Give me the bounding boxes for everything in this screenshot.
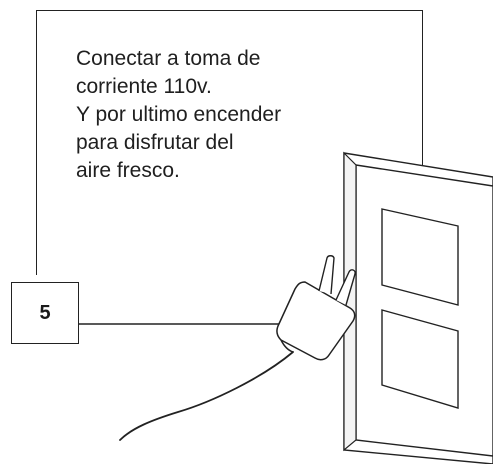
plug-body bbox=[276, 281, 356, 361]
instruction-line-3: Y por ultimo encender bbox=[76, 103, 282, 126]
power-cord bbox=[119, 351, 294, 441]
plug-neck bbox=[280, 339, 294, 353]
socket-lower bbox=[381, 309, 459, 409]
outlet-wall-edge bbox=[343, 151, 357, 452]
instruction-line-1: Conectar a toma de bbox=[76, 47, 261, 70]
instruction-line-2: corriente 110v. bbox=[76, 75, 212, 98]
instruction-line-5: aire fresco. bbox=[76, 159, 180, 182]
plug-prong-right bbox=[335, 269, 356, 306]
plug-prong-left bbox=[318, 255, 335, 295]
instruction-line-4: para disfrutar del bbox=[76, 131, 234, 154]
outlet-plate-inner bbox=[355, 164, 493, 457]
step-number: 5 bbox=[39, 301, 51, 324]
step-number-box: 5 bbox=[11, 282, 79, 344]
instruction-text: Conectar a toma de corriente 110v. Y por… bbox=[76, 45, 376, 185]
socket-upper bbox=[381, 208, 459, 306]
